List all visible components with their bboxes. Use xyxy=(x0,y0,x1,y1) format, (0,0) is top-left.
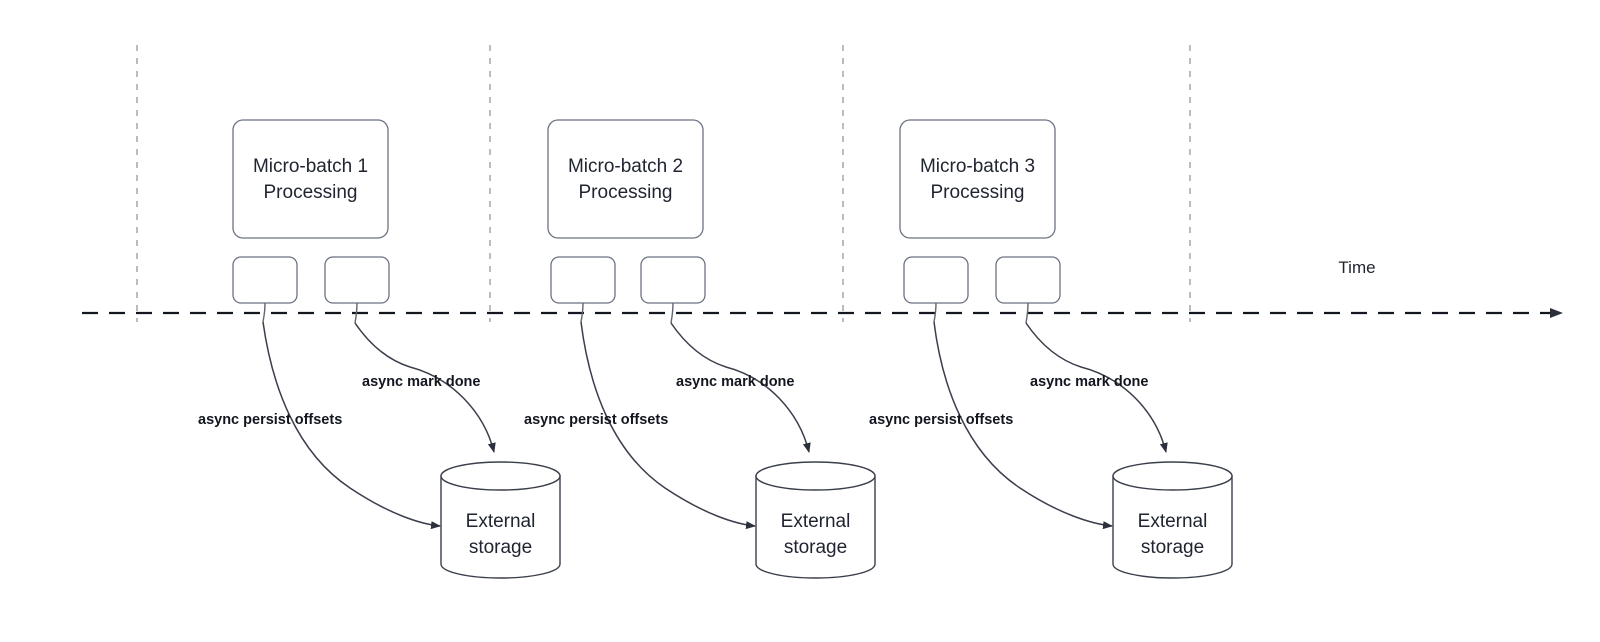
micro-batch-3-mark-done-task[interactable] xyxy=(995,256,1061,304)
micro-batch-3-markdone-stem xyxy=(1025,302,1029,324)
micro-batch-2-persist-offsets-edge xyxy=(580,321,756,530)
micro-batch-3-persist-offsets-edge xyxy=(933,321,1113,530)
time-axis: Time xyxy=(82,258,1563,318)
micro-batch-1-mark-done-task[interactable] xyxy=(324,256,390,304)
micro-batch-2-label-line1: Micro-batch 2 xyxy=(568,156,683,177)
external-storage-3-body xyxy=(1112,475,1233,579)
micro-batch-2-label-line2: Processing xyxy=(579,182,673,203)
micro-batch-1-box[interactable] xyxy=(232,119,389,239)
micro-batch-1-external-storage[interactable]: External storage xyxy=(440,461,561,579)
micro-batch-1-label-line1: Micro-batch 1 xyxy=(253,156,368,177)
external-storage-3-label-line1: External xyxy=(1138,511,1208,532)
micro-batch-2-mark-done-edge xyxy=(670,322,811,453)
micro-batch-1-persist-offsets-edge xyxy=(262,321,441,530)
micro-batch-3-mark-done-edge xyxy=(1025,322,1168,453)
micro-batch-3-box[interactable] xyxy=(899,119,1056,239)
micro-batch-2-persist-stem xyxy=(580,302,584,323)
micro-batch-2-group: Micro-batch 2 Processing async persist o… xyxy=(524,119,876,579)
external-storage-1-label-line1: External xyxy=(466,511,536,532)
external-storage-2-label-line2: storage xyxy=(784,537,847,558)
micro-batch-3-persist-stem xyxy=(933,302,937,323)
micro-batch-1-mark-done-edge xyxy=(354,322,496,453)
micro-batch-1-group: Micro-batch 1 Processing async persist o… xyxy=(198,119,561,579)
external-storage-3-top xyxy=(1112,461,1233,491)
micro-batch-2-mark-done-label: async mark done xyxy=(676,374,794,390)
micro-batch-1-mark-done-label: async mark done xyxy=(362,374,480,390)
micro-batch-2-markdone-stem xyxy=(670,302,674,324)
micro-batch-3-persist-offsets-label: async persist offsets xyxy=(869,412,1013,428)
micro-batch-2-persist-offsets-task[interactable] xyxy=(550,256,616,304)
micro-batch-3-label-line1: Micro-batch 3 xyxy=(920,156,1035,177)
micro-batch-1-persist-offsets-label: async persist offsets xyxy=(198,412,342,428)
micro-batch-1-label-line2: Processing xyxy=(264,182,358,203)
micro-batch-3-label-line2: Processing xyxy=(931,182,1025,203)
external-storage-2-top xyxy=(755,461,876,491)
micro-batch-3-external-storage[interactable]: External storage xyxy=(1112,461,1233,579)
micro-batch-3-mark-done-label: async mark done xyxy=(1030,374,1148,390)
external-storage-3-label-line2: storage xyxy=(1141,537,1204,558)
external-storage-1-body xyxy=(440,475,561,579)
micro-batch-2-persist-offsets-label: async persist offsets xyxy=(524,412,668,428)
external-storage-1-label-line2: storage xyxy=(469,537,532,558)
external-storage-1-top xyxy=(440,461,561,491)
micro-batch-2-mark-done-task[interactable] xyxy=(640,256,706,304)
micro-batch-3-group: Micro-batch 3 Processing async persist o… xyxy=(869,119,1233,579)
time-axis-label: Time xyxy=(1338,258,1375,277)
micro-batch-1-markdone-stem xyxy=(354,302,358,324)
micro-batch-1-persist-stem xyxy=(262,302,266,323)
micro-batch-2-box[interactable] xyxy=(547,119,704,239)
micro-batch-3-persist-offsets-task[interactable] xyxy=(903,256,969,304)
micro-batch-2-external-storage[interactable]: External storage xyxy=(755,461,876,579)
external-storage-2-label-line1: External xyxy=(781,511,851,532)
external-storage-2-body xyxy=(755,475,876,579)
micro-batch-1-persist-offsets-task[interactable] xyxy=(232,256,298,304)
